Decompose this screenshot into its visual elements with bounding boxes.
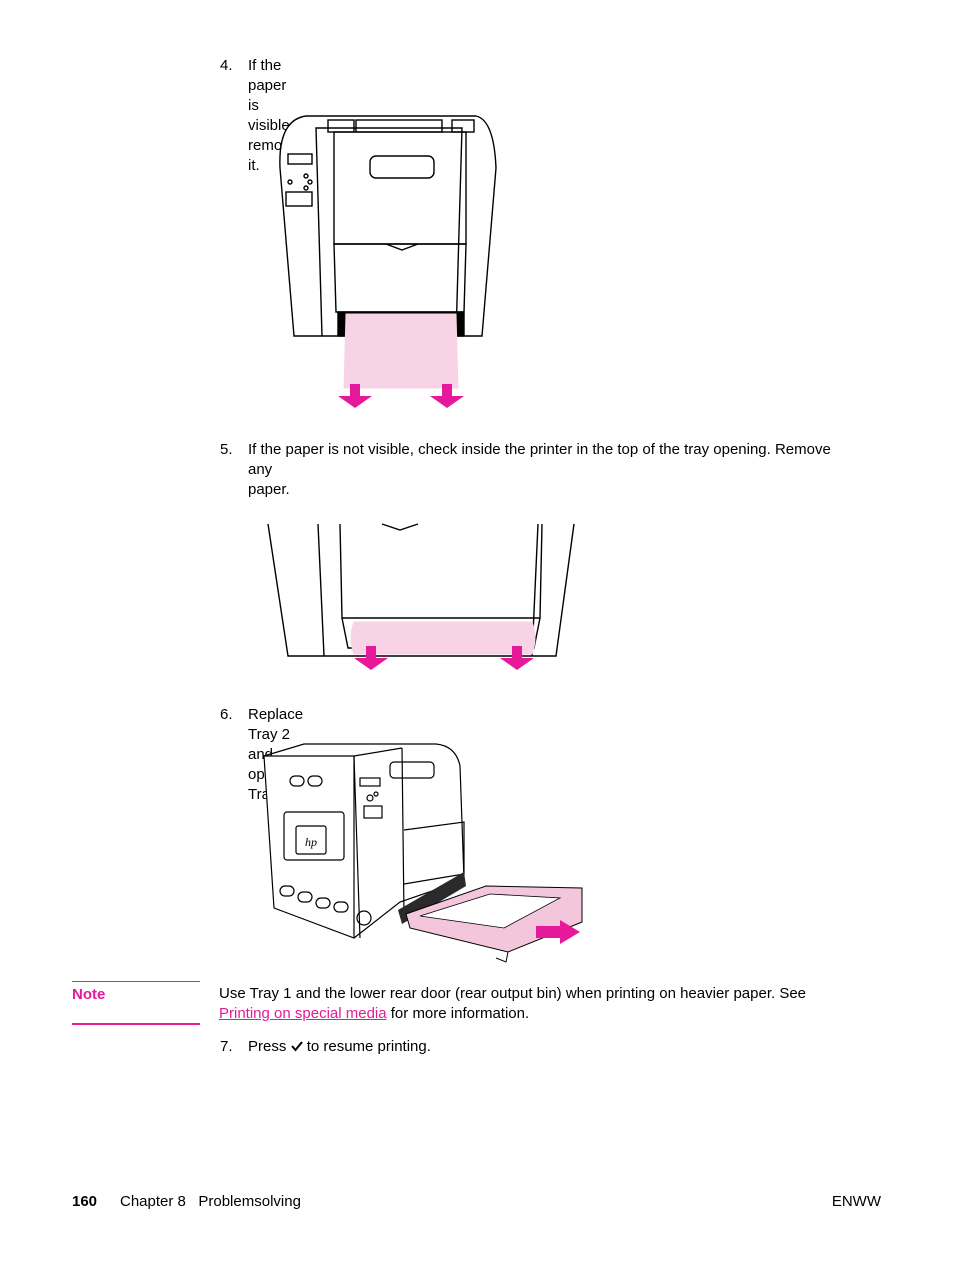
step-number: 5. [220, 441, 233, 458]
step-number: 7. [220, 1038, 233, 1055]
step-text-line1: If the paper is not visible, check insid… [248, 441, 831, 458]
note-text-line2: Printing on special media for more infor… [219, 1004, 529, 1024]
printer-replace-tray-figure: hp [263, 743, 583, 963]
note-bottom-rule [72, 1023, 200, 1025]
step-text-after: to resume printing. [306, 1038, 431, 1055]
hp-logo: hp [305, 835, 317, 849]
tray-opening-figure [267, 523, 575, 670]
step-text-before: Press [248, 1038, 287, 1055]
step-text: Press to resume printing. [248, 1037, 431, 1057]
printing-special-media-link[interactable]: Printing on special media [219, 1005, 387, 1022]
chapter-title: Chapter 8 Problemsolving [120, 1193, 301, 1210]
step-number: 4. [220, 57, 233, 74]
note-text-after-link: for more information. [390, 1005, 530, 1022]
printer-paper-visible-figure [279, 115, 497, 408]
page-number: 160 [72, 1193, 98, 1210]
note-top-rule [72, 981, 200, 982]
step-number: 6. [220, 706, 233, 723]
note-text-line1: Use Tray 1 and the lower rear door (rear… [219, 985, 807, 1002]
footer-right-label: ENWW [831, 1193, 881, 1210]
note-label: Note [72, 986, 106, 1003]
checkmark-icon [290, 1038, 303, 1052]
step-text-line2: any paper. [248, 461, 290, 498]
